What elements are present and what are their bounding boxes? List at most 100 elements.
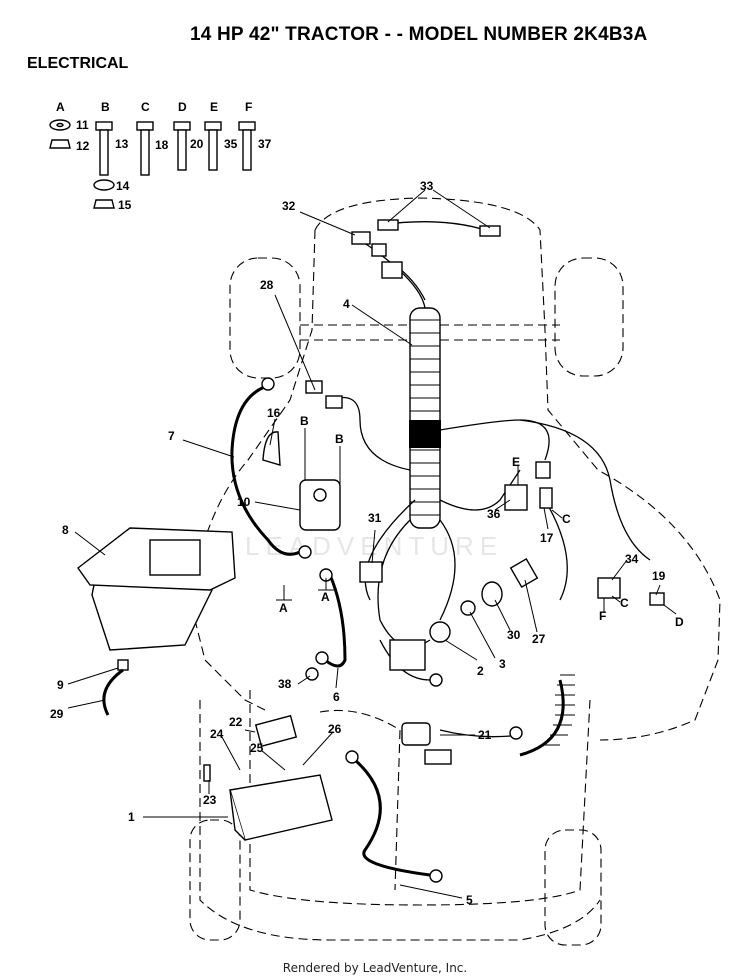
ring-terminal-icon: [261, 377, 275, 391]
seat-switch-icon: [401, 722, 431, 746]
harness-conduit: [409, 307, 441, 529]
callout-25: 25: [250, 741, 264, 755]
hardware-ref: 20: [190, 137, 204, 151]
grommet-icon: [305, 667, 319, 681]
callout-3: 3: [499, 657, 506, 671]
marker-c: C: [562, 512, 571, 526]
hardware-col-label: E: [210, 100, 218, 114]
bracket-icon: [504, 484, 528, 511]
hardware-ref: 11: [76, 118, 89, 132]
leader-lines: [67, 189, 661, 899]
hardware-ref: 12: [76, 139, 90, 153]
plunger-switch-icon: [649, 592, 665, 606]
hardware-ref: 37: [258, 137, 272, 151]
callout-4: 4: [343, 297, 350, 311]
marker-e: E: [512, 455, 520, 469]
callout-24: 24: [210, 727, 224, 741]
screw-icon: [204, 121, 222, 131]
lock-washer-icon: [93, 179, 115, 191]
bolt-icon: [136, 121, 154, 131]
battery-icon: [229, 774, 333, 841]
marker-b: B: [300, 414, 309, 428]
callout-16: 16: [267, 406, 281, 420]
marker-d: D: [675, 615, 684, 629]
callout-9: 9: [57, 678, 64, 692]
nut-icon: [49, 139, 71, 149]
hardware-col-label: A: [56, 100, 65, 114]
ring-terminal-icon: [429, 673, 443, 687]
marker-b: B: [335, 432, 344, 446]
callout-36: 36: [487, 507, 501, 521]
callout-7: 7: [168, 429, 175, 443]
hardware-col-label: F: [245, 100, 252, 114]
clip-icon: [262, 431, 281, 466]
callout-17: 17: [540, 531, 554, 545]
screw-icon: [173, 121, 191, 131]
battery-pad-icon: [149, 539, 201, 576]
callout-5: 5: [466, 893, 473, 907]
hardware-ref: 15: [118, 198, 132, 212]
ring-terminal-icon: [315, 651, 329, 665]
connector-icon: [371, 243, 387, 257]
nut-icon: [460, 600, 476, 616]
connector-icon: [351, 231, 371, 245]
bracket-icon: [597, 577, 621, 599]
callout-1: 1: [128, 810, 135, 824]
callout-33: 33: [420, 179, 434, 193]
fuse-holder-icon: [325, 395, 343, 409]
components: [77, 219, 665, 883]
callout-21: 21: [478, 728, 492, 742]
connector-icon: [381, 261, 403, 279]
ring-terminal-icon: [298, 545, 312, 559]
bolt-icon: [95, 121, 113, 131]
relay-icon: [509, 558, 539, 588]
callout-31: 31: [368, 511, 382, 525]
ignition-module-icon: [389, 639, 426, 671]
terminal-cover-icon: [254, 714, 298, 748]
callout-32: 32: [282, 199, 296, 213]
headlight-icon: [377, 219, 399, 231]
callout-34: 34: [625, 552, 639, 566]
connection-markers: A A B B C C D E F: [276, 414, 684, 629]
callout-28: 28: [260, 278, 274, 292]
ring-terminal-icon: [509, 726, 523, 740]
section-label: ELECTRICAL: [27, 55, 129, 72]
callout-19: 19: [652, 569, 666, 583]
hardware-col-label: B: [101, 100, 110, 114]
footer-credit: Rendered by LeadVenture, Inc.: [282, 961, 468, 975]
clamp-icon: [117, 659, 129, 671]
solenoid-icon: [299, 479, 341, 531]
connector-icon: [424, 749, 452, 765]
callout-29: 29: [50, 707, 64, 721]
marker-c: C: [620, 596, 629, 610]
ring-terminal-icon: [345, 750, 359, 764]
hardware-col-label: C: [141, 100, 150, 114]
hardware-ref: 18: [155, 138, 169, 152]
screw-icon: [238, 121, 256, 131]
safety-switch-icon: [539, 487, 553, 509]
hardware-legend: A B C D E F 11 12 13 14 15 18 20 35 37: [49, 100, 272, 212]
switch-icon: [359, 561, 383, 583]
marker-a: A: [321, 590, 330, 604]
headlight-icon: [479, 225, 501, 237]
callout-23: 23: [203, 793, 217, 807]
hardware-ref: 13: [115, 137, 129, 151]
callout-30: 30: [507, 628, 521, 642]
hardware-ref: 14: [116, 179, 130, 193]
bolt-icon: [203, 764, 211, 782]
ignition-switch-icon: [429, 621, 451, 643]
marker-f: F: [599, 609, 606, 623]
bezel-icon: [481, 581, 503, 607]
callout-10: 10: [237, 495, 251, 509]
diagram-title: 14 HP 42" TRACTOR - - MODEL NUMBER 2K4B3…: [190, 24, 648, 45]
callout-26: 26: [328, 722, 342, 736]
callout-38: 38: [278, 677, 292, 691]
marker-a: A: [279, 601, 288, 615]
wiring: [230, 221, 651, 877]
callout-6: 6: [333, 690, 340, 704]
callout-8: 8: [62, 523, 69, 537]
ring-terminal-icon: [429, 869, 443, 883]
callout-22: 22: [229, 715, 243, 729]
callout-2: 2: [477, 664, 484, 678]
